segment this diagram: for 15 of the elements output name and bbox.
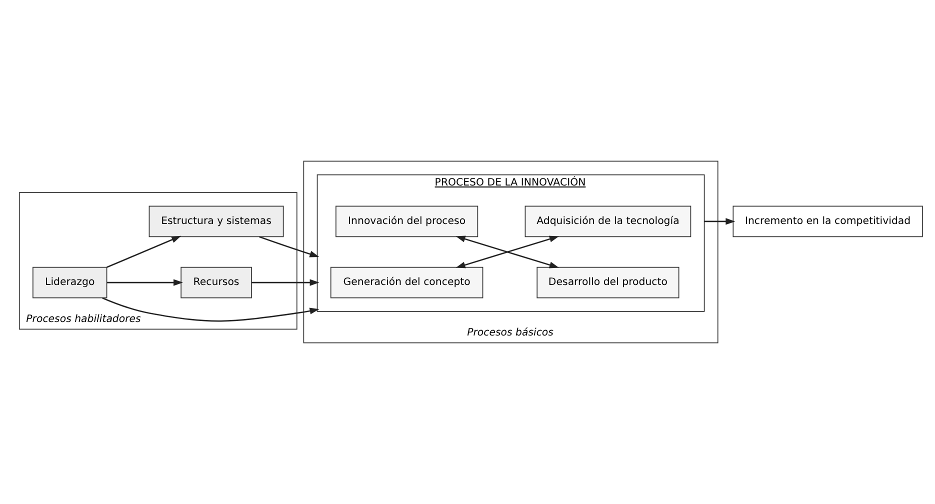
- node-box: Innovación del proceso: [336, 206, 478, 238]
- node-box: Generación del concepto: [330, 266, 484, 298]
- arrow: [704, 218, 736, 225]
- arrow: [456, 236, 559, 268]
- node-box: Desarrollo del producto: [536, 266, 680, 298]
- arrow: [259, 236, 320, 258]
- node-box: Incremento en la competitividad: [732, 206, 923, 238]
- node-box: Adquisición de la tecnología: [524, 206, 692, 238]
- node-box: Recursos: [180, 266, 252, 298]
- arrow: [106, 279, 184, 286]
- arrow: [106, 236, 182, 268]
- node-box: Liderazgo: [32, 266, 108, 298]
- arrow: [102, 297, 320, 322]
- node-box: Estructura y sistemas: [148, 206, 284, 238]
- arrow: [252, 279, 320, 286]
